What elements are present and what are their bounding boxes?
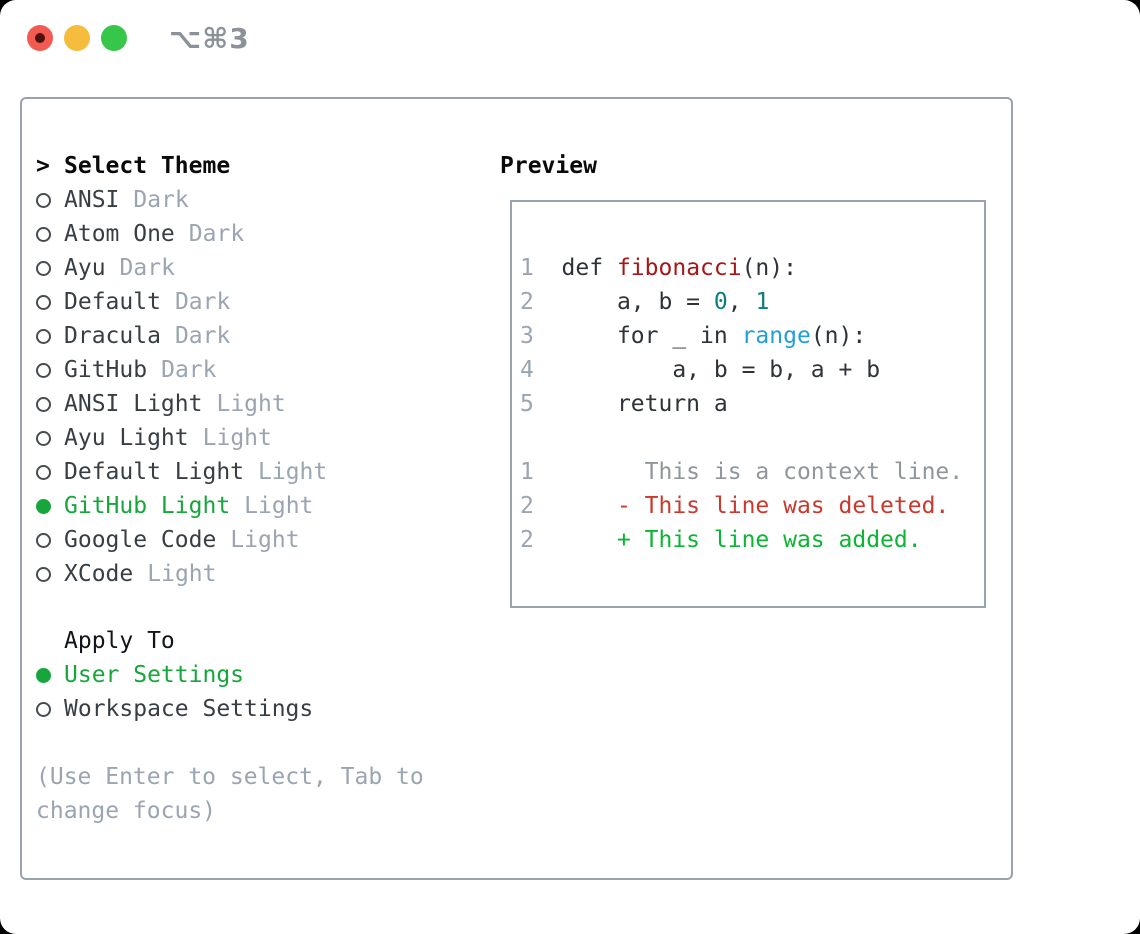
minimize-button-icon[interactable] [64,25,90,51]
code-line: 3 for _ in range(n): [520,319,984,353]
line-number: 2 [520,289,534,315]
diff-line: 2 - This line was deleted. [520,489,984,523]
theme-kind-label: Light [244,493,314,519]
code-line: 1 def fibonacci(n): [520,251,984,285]
close-button-icon[interactable] [27,25,53,51]
theme-list-title: Select Theme [64,153,231,179]
radio-icon[interactable] [36,464,64,480]
radio-icon[interactable] [36,260,64,276]
focus-chevron-icon: > [36,153,50,179]
option-label: XCode [64,561,134,587]
option-label: GitHub Light [64,493,231,519]
radio-icon[interactable] [36,328,64,344]
apply-option-workspace-settings[interactable]: Workspace Settings [36,692,313,726]
radio-icon[interactable] [36,362,64,378]
option-label: Ayu [64,255,106,281]
theme-option-default[interactable]: Default Dark [36,285,327,319]
line-number: 1 [520,255,534,281]
line-number: 1 [520,459,534,485]
diff-line: 2 + This line was added. [520,523,984,557]
theme-option-ansi-light[interactable]: ANSI Light Light [36,387,327,421]
theme-kind-label: Light [202,425,272,451]
theme-kind-label: Dark [161,357,217,383]
option-label: Google Code [64,527,217,553]
line-number: 4 [520,357,534,383]
preview-title: Preview [500,153,597,179]
traffic-lights [27,25,127,51]
theme-kind-label: Dark [174,323,231,349]
theme-option-xcode[interactable]: XCode Light [36,557,327,591]
theme-option-ayu[interactable]: Ayu Dark [36,251,327,285]
code-line: 2 a, b = 0, 1 [520,285,984,319]
preview-header-row: Preview [500,149,597,183]
theme-option-default-light[interactable]: Default Light Light [36,455,327,489]
theme-kind-label: Dark [119,255,175,281]
apply-to-title: Apply To [64,628,175,654]
window-title: ⌥⌘3 [169,22,250,55]
apply-option-user-settings[interactable]: User Settings [36,658,313,692]
theme-kind-label: Light [216,391,286,417]
theme-list-header-row: > Select Theme [36,149,327,183]
theme-option-ansi[interactable]: ANSI Dark [36,183,327,217]
line-number: 3 [520,323,534,349]
help-text: (Use Enter to select, Tab to change focus… [36,760,424,828]
option-label: Atom One [64,221,175,247]
apply-to-header-row: Apply To [36,624,313,658]
option-label: ANSI Light [64,391,203,417]
radio-icon[interactable] [36,566,64,582]
theme-option-github[interactable]: GitHub Dark [36,353,327,387]
line-number: 2 [520,493,534,519]
option-label: GitHub [64,357,148,383]
radio-icon[interactable] [36,532,64,548]
help-line-1: (Use Enter to select, Tab to [36,764,424,790]
code-line: 5 return a [520,387,984,421]
code-line: 4 a, b = b, a + b [520,353,984,387]
theme-option-google-code[interactable]: Google Code Light [36,523,327,557]
theme-option-github-light[interactable]: GitHub Light Light [36,489,327,523]
radio-icon[interactable] [36,396,64,412]
theme-option-atom-one[interactable]: Atom One Dark [36,217,327,251]
radio-icon[interactable] [36,226,64,242]
radio-icon[interactable] [36,701,64,717]
line-number: 2 [520,527,534,553]
radio-selected-icon[interactable] [36,667,64,683]
diff-line: 1 This is a context line. [520,455,984,489]
theme-kind-label: Dark [188,221,245,247]
option-label: Ayu Light [64,425,189,451]
theme-kind-label: Dark [133,187,189,213]
theme-option-dracula[interactable]: Dracula Dark [36,319,327,353]
option-label: ANSI [64,187,120,213]
help-line-2: change focus) [36,798,217,824]
line-number: 5 [520,391,534,417]
option-label: Workspace Settings [64,696,314,722]
option-label: Dracula [64,323,161,349]
radio-icon[interactable] [36,430,64,446]
option-label: Default [64,289,161,315]
option-label: Default Light [64,459,245,485]
theme-kind-label: Light [147,561,217,587]
radio-icon[interactable] [36,294,64,310]
theme-option-ayu-light[interactable]: Ayu Light Light [36,421,327,455]
radio-icon[interactable] [36,192,64,208]
zoom-button-icon[interactable] [101,25,127,51]
radio-selected-icon[interactable] [36,498,64,514]
option-label: User Settings [64,662,245,688]
theme-kind-label: Light [258,459,328,485]
theme-kind-label: Dark [174,289,231,315]
theme-kind-label: Light [230,527,300,553]
